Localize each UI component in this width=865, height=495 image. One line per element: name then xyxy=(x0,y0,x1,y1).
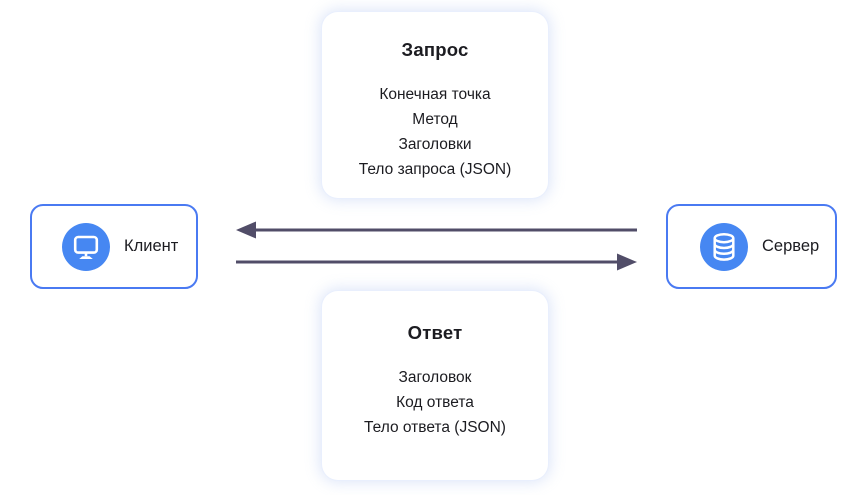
request-card-items: Конечная точка Метод Заголовки Тело запр… xyxy=(322,82,548,182)
request-item-endpoint: Конечная точка xyxy=(379,86,491,103)
response-card-items: Заголовок Код ответа Тело ответа (JSON) xyxy=(322,365,548,440)
response-item-code: Код ответа xyxy=(396,394,474,411)
request-card-title: Запрос xyxy=(401,39,469,60)
server-node: Сервер xyxy=(666,204,837,289)
monitor-icon xyxy=(62,222,110,271)
server-to-client-arrow xyxy=(236,221,637,239)
request-item-body: Тело запроса (JSON) xyxy=(358,161,512,178)
client-label: Клиент xyxy=(124,237,179,255)
response-card: Ответ Заголовок Код ответа Тело ответа (… xyxy=(322,291,548,480)
response-card-title: Ответ xyxy=(407,322,463,343)
client-node: Клиент xyxy=(30,204,198,289)
server-label: Сервер xyxy=(762,237,820,255)
request-item-headers: Заголовки xyxy=(398,136,472,153)
request-card: Запрос Конечная точка Метод Заголовки Те… xyxy=(322,12,548,198)
client-to-server-arrow xyxy=(236,253,637,271)
database-icon xyxy=(700,222,748,271)
response-item-header: Заголовок xyxy=(398,369,472,386)
response-item-body: Тело ответа (JSON) xyxy=(364,419,506,436)
request-item-method: Метод xyxy=(412,111,458,128)
